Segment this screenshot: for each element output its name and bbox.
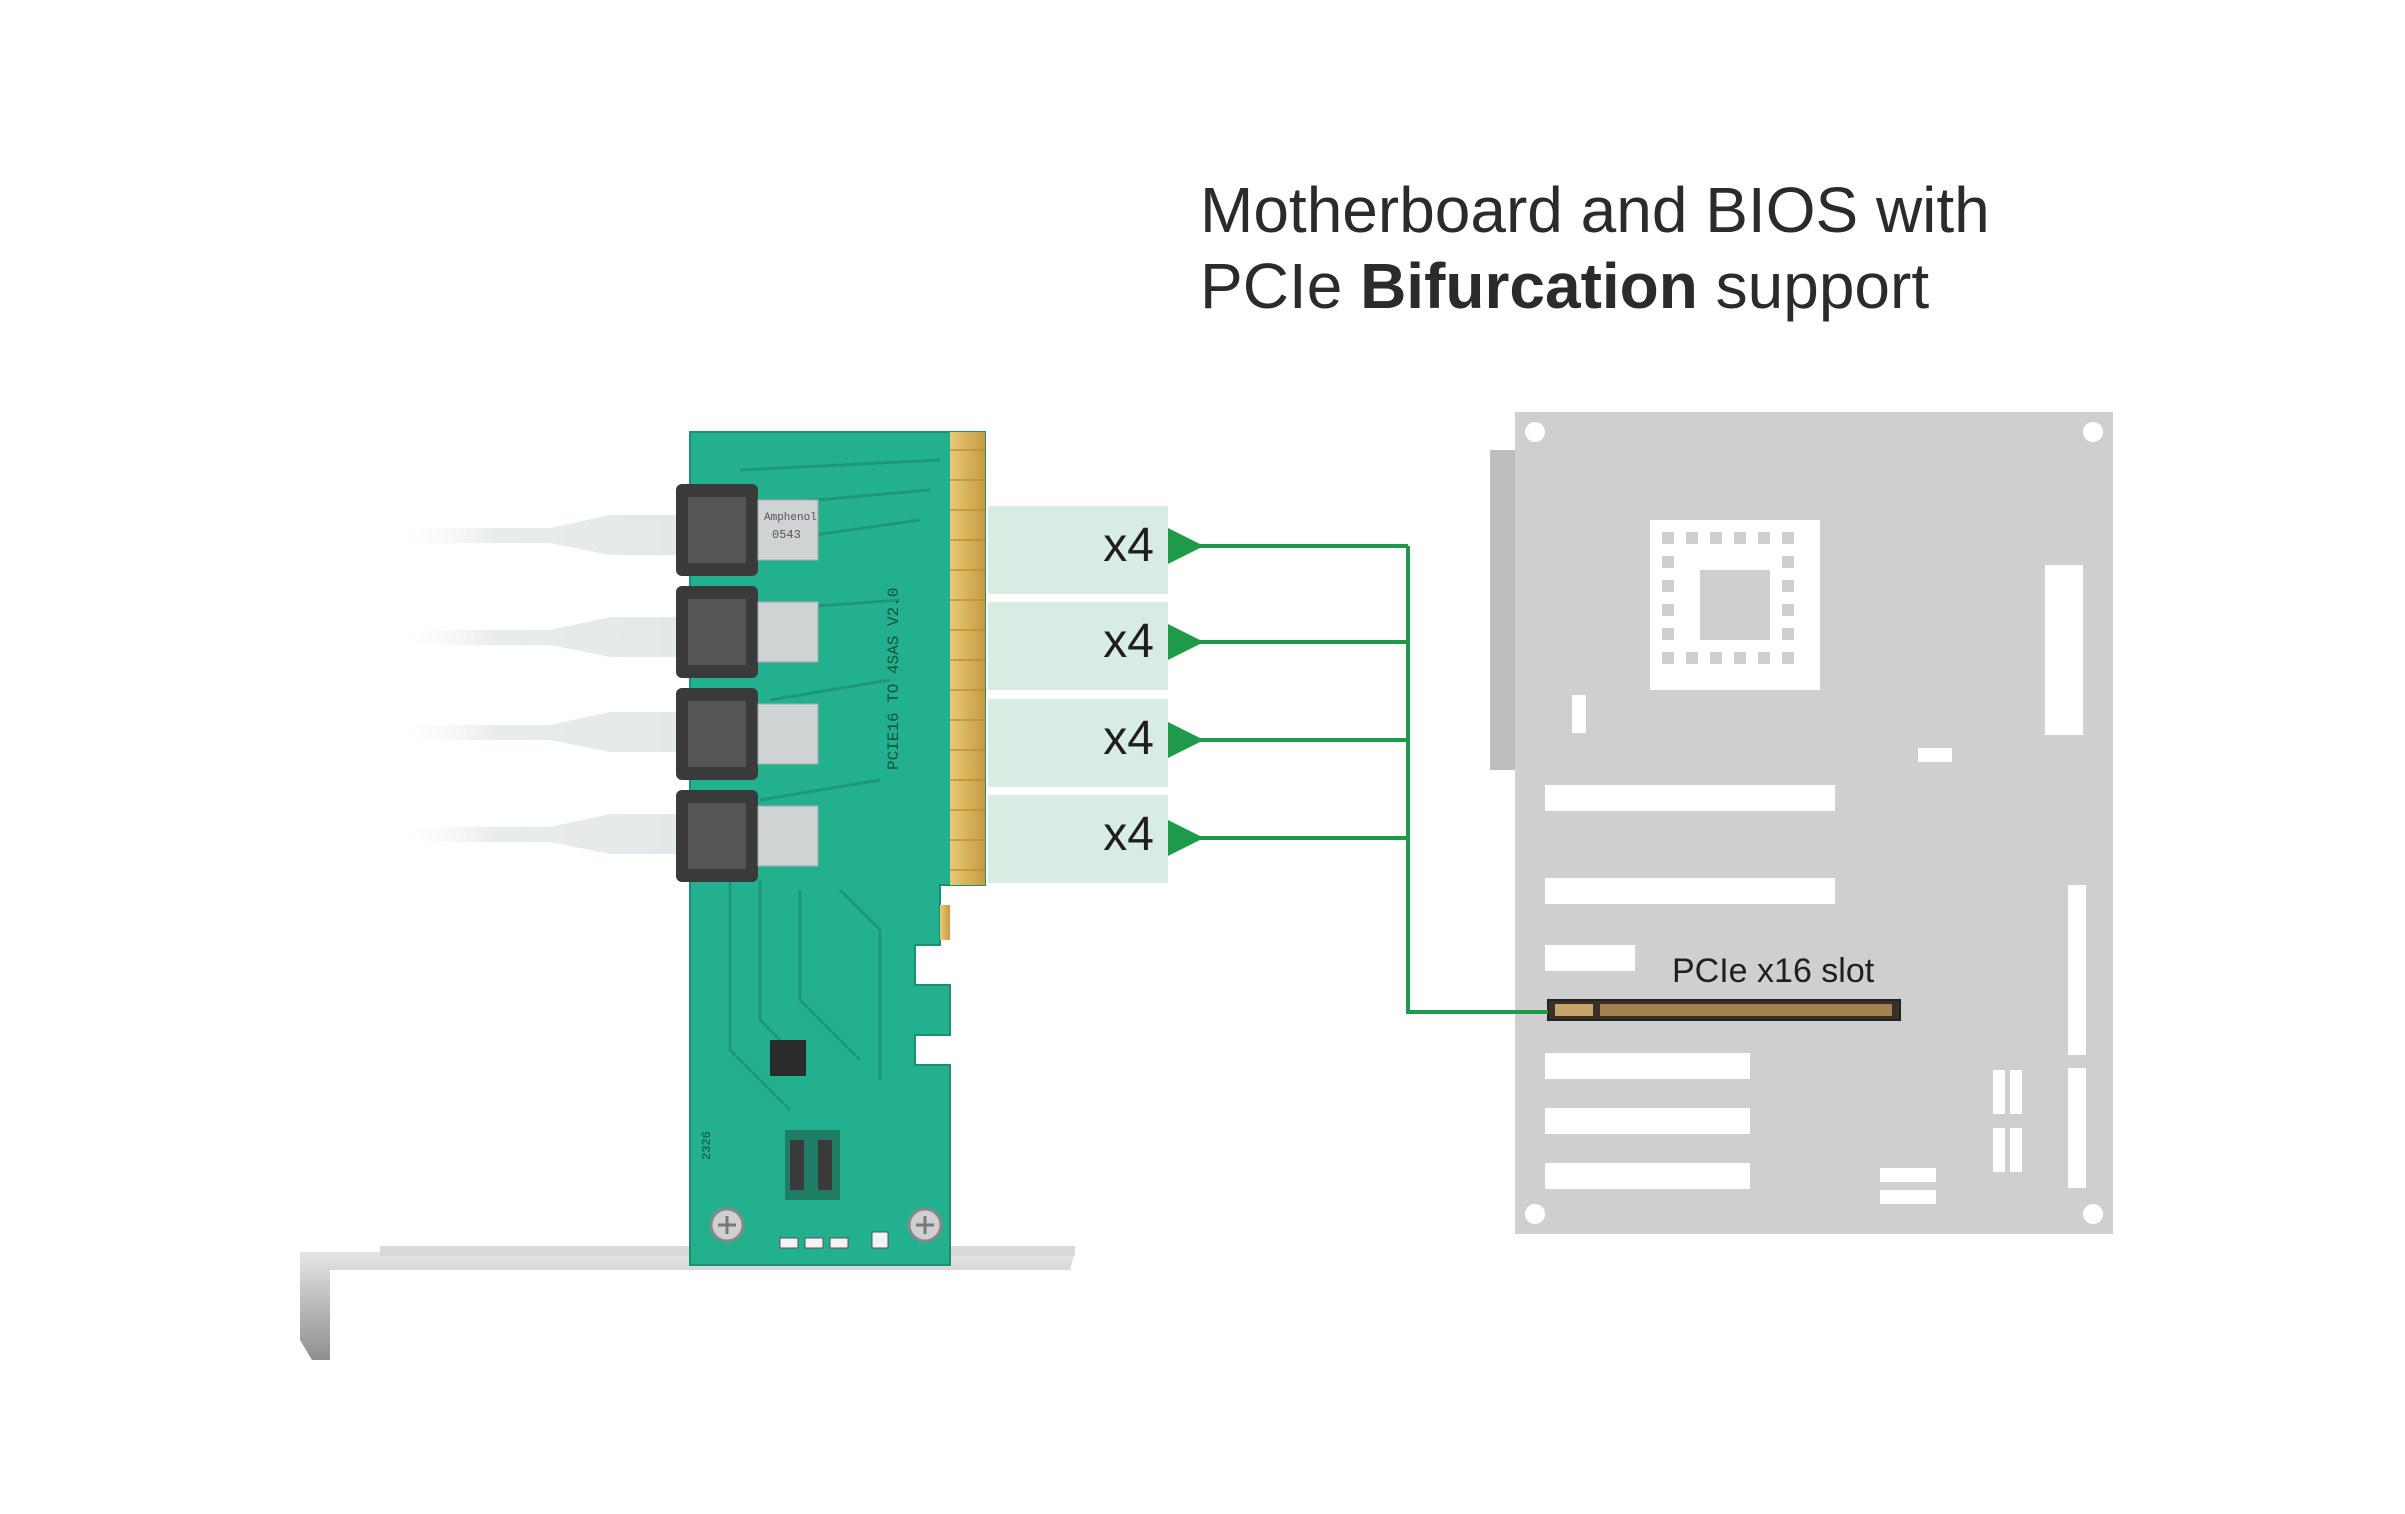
pcb-card <box>676 431 986 1266</box>
lane-box-1: x4 <box>988 506 1168 594</box>
diagram-heading: Motherboard and BIOS with PCIe Bifurcati… <box>1200 172 1990 324</box>
heading-bold-word: Bifurcation <box>1360 250 1698 322</box>
pcie-x16-slot <box>1547 999 1901 1021</box>
connector-code: 0543 <box>772 528 801 542</box>
lane-label-4: x4 <box>1103 808 1154 861</box>
lane-label-3: x4 <box>1103 712 1154 765</box>
connector-brand: Amphenol <box>764 512 817 524</box>
pcie-bracket <box>300 1246 1075 1360</box>
lane-box-2: x4 <box>988 602 1168 690</box>
pcie-slot-label: PCIe x16 slot <box>1672 952 1875 990</box>
bifurcation-lines <box>1164 526 1548 1014</box>
lane-box-4: x4 <box>988 795 1168 883</box>
lane-label-2: x4 <box>1103 615 1154 668</box>
heading-prefix: PCIe <box>1200 250 1361 322</box>
heading-suffix: support <box>1697 250 1930 322</box>
sas-cables <box>390 515 690 854</box>
lane-label-1: x4 <box>1103 519 1154 572</box>
sas-connectors <box>676 484 819 882</box>
lane-box-3: x4 <box>988 699 1168 787</box>
date-code: 2326 <box>700 1131 714 1160</box>
pcb-marking: PCIE16 TO 4SAS V2.0 <box>885 587 903 770</box>
heading-line-1: Motherboard and BIOS with <box>1200 174 1990 246</box>
motherboard <box>1490 412 2113 1234</box>
heading-line-2: PCIe Bifurcation support <box>1200 248 1990 324</box>
